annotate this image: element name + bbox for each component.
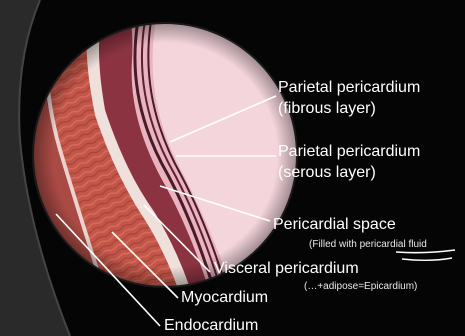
label-parietal-serous-line2: (serous layer)	[278, 165, 376, 181]
label-visceral-pericardium: Visceral pericardium	[214, 261, 359, 277]
label-parietal-serous-line1: Parietal pericardium	[278, 144, 420, 160]
label-myocardium: Myocardium	[181, 290, 268, 306]
label-pericardial-space: Pericardial space	[273, 217, 396, 233]
label-endocardium: Endocardium	[164, 318, 258, 334]
annotation-underline	[396, 250, 455, 253]
label-parietal-fibrous-line1: Parietal pericardium	[278, 80, 420, 96]
label-myocardium-note: (…+adipose=Epicardium)	[304, 282, 417, 292]
label-pericardial-space-note: (Filled with pericardial fluid	[309, 240, 427, 250]
label-parietal-fibrous-line2: (fibrous layer)	[278, 101, 376, 117]
